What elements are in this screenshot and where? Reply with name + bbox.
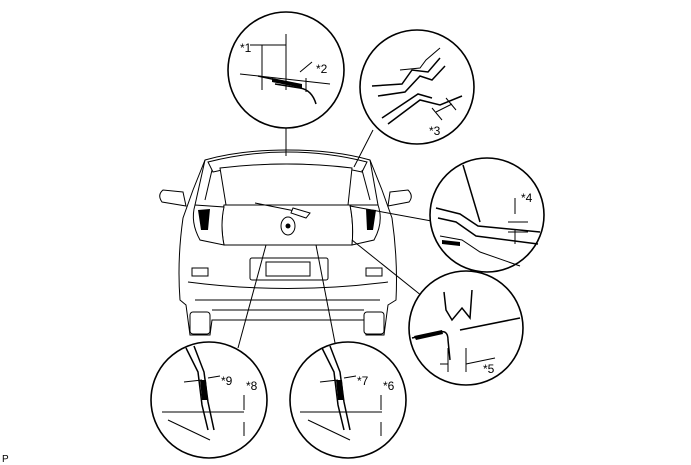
callout-label-7: *7 — [357, 374, 369, 388]
callout-label-2: *2 — [316, 62, 328, 76]
callout-label-3: *3 — [429, 124, 441, 138]
detail-circle-bottom-left — [150, 341, 268, 459]
detail-circle-right — [429, 157, 545, 273]
callout-label-9: *9 — [221, 374, 233, 388]
detail-circle-top — [227, 11, 345, 129]
leader-lines — [237, 127, 438, 349]
detail-circle-bottom-middle — [289, 341, 407, 459]
callout-label-8: *8 — [246, 379, 258, 393]
callout-labels: *1 *2 *3 *4 *5 *6 *7 *8 *9 P — [2, 41, 533, 465]
callout-label-5: *5 — [483, 362, 495, 376]
callout-label-1: *1 — [240, 41, 252, 55]
vehicle-rear-view — [159, 149, 412, 336]
detail-circle-upper-right — [359, 29, 475, 145]
corner-mark: P — [2, 454, 9, 465]
callout-label-6: *6 — [383, 379, 395, 393]
callout-label-4: *4 — [521, 191, 533, 205]
detail-circle-lower-right — [408, 270, 524, 386]
